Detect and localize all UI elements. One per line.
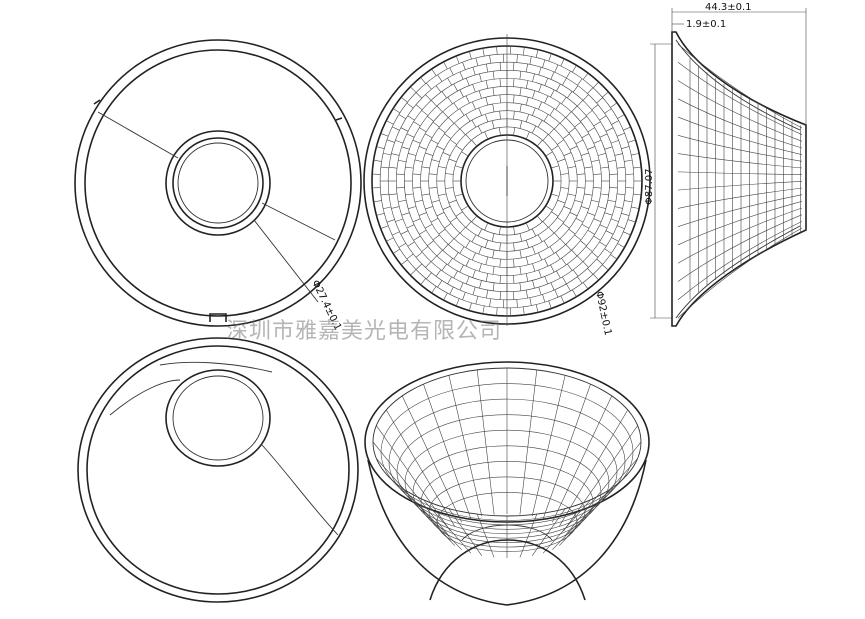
company-watermark: 深圳市雅嘉美光电有限公司 xyxy=(226,319,503,344)
side-profile-view: 44.3±0.1 1.9±0.1 Φ87.07 xyxy=(644,2,807,327)
side-facet-lines xyxy=(677,43,803,319)
mouth-diameter-label: Φ92±0.1 xyxy=(593,290,613,336)
perspective-facet-grid xyxy=(372,368,642,558)
back-perspective-view xyxy=(77,337,359,603)
front-view-faceted: Φ92±0.1 xyxy=(363,34,651,337)
height-total-label: 44.3±0.1 xyxy=(705,2,752,13)
front-perspective-view xyxy=(364,361,650,606)
back-view: Φ27.4±0.1 xyxy=(74,39,362,332)
outer-diameter-label: Φ87.07 xyxy=(644,169,655,206)
rim-thickness-label: 1.9±0.1 xyxy=(686,19,726,30)
